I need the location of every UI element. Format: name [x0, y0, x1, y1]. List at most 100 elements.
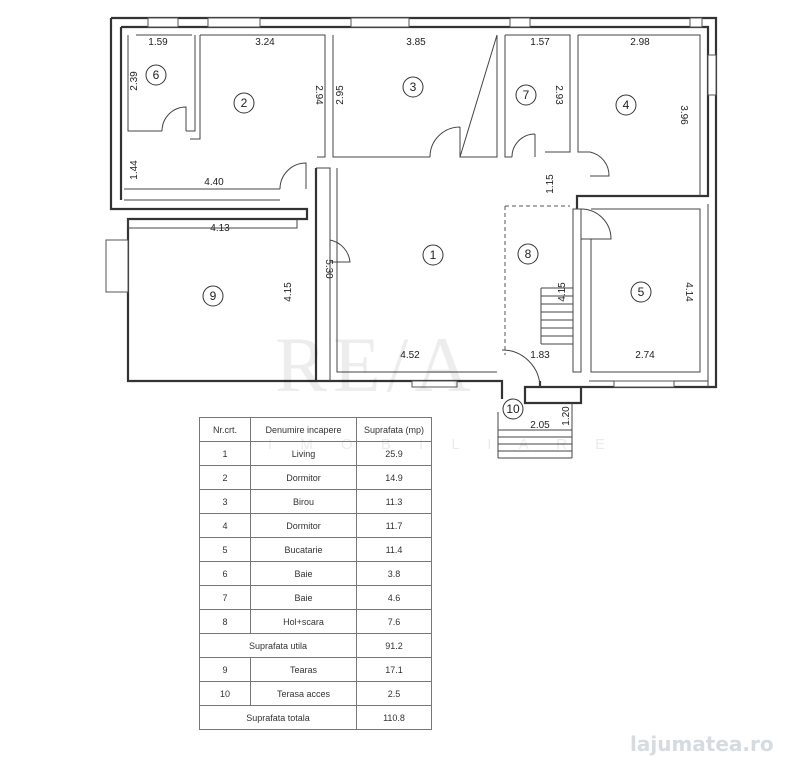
- table-cell: 8: [199, 609, 251, 634]
- table-cell: 11.4: [356, 537, 432, 562]
- table-cell: Terasa acces: [250, 681, 357, 706]
- room-number-7: 7: [523, 88, 530, 102]
- area-table: Nr.crt. Denumire incapere Suprafata (mp)…: [199, 417, 432, 730]
- dim-label: 1.44: [129, 160, 140, 180]
- table-cell: Baie: [250, 561, 357, 586]
- table-cell: 6: [199, 561, 251, 586]
- dim-label: 1.83: [530, 350, 550, 361]
- table-cell: 7.6: [356, 609, 432, 634]
- dim-label: 2.39: [129, 71, 140, 91]
- dim-label: 1.20: [561, 406, 572, 426]
- table-cell: Dormitor: [250, 513, 357, 538]
- table-cell: 11.3: [356, 489, 432, 514]
- dim-label: 4.13: [210, 223, 230, 234]
- room-number-4: 4: [623, 98, 630, 112]
- dim-label: 4.15: [283, 282, 294, 302]
- room-circle-1: [422, 244, 444, 266]
- dim-label: 4.40: [204, 177, 224, 188]
- dim-label: 4.14: [683, 282, 694, 302]
- room-circle-7: [515, 84, 537, 106]
- table-cell: 7: [199, 585, 251, 610]
- dim-label: 4.52: [400, 350, 420, 361]
- total-value: 110.8: [356, 705, 432, 730]
- room-number-10: 10: [506, 402, 520, 416]
- dim-label: 5.30: [323, 259, 334, 279]
- room-circle-4: [615, 94, 637, 116]
- room-number-8: 8: [525, 247, 532, 261]
- table-cell: Bucatarie: [250, 537, 357, 562]
- table-cell: Tearas: [250, 657, 357, 682]
- room-number-1: 1: [430, 248, 437, 262]
- dim-label: 2.94: [313, 85, 324, 105]
- room-circle-5: [630, 281, 652, 303]
- dim-label: 3.24: [255, 37, 275, 48]
- table-header-cell: Nr.crt.: [199, 417, 251, 442]
- total-label: Suprafata totala: [199, 705, 357, 730]
- table-cell: 2.5: [356, 681, 432, 706]
- room-circle-10: [502, 398, 524, 420]
- dim-label: 1.57: [530, 37, 550, 48]
- table-cell: 17.1: [356, 657, 432, 682]
- table-cell: Hol+scara: [250, 609, 357, 634]
- walls: [109, 16, 718, 459]
- dim-label: 1.59: [148, 37, 168, 48]
- windows: [105, 17, 717, 388]
- table-cell: Dormitor: [250, 465, 357, 490]
- dim-label: 3.96: [678, 105, 689, 125]
- table-cell: 1: [199, 441, 251, 466]
- dim-label: 2.93: [553, 85, 564, 105]
- dim-label: 2.98: [630, 37, 650, 48]
- table-header-cell: Suprafata (mp): [356, 417, 432, 442]
- table-header-row: Nr.crt. Denumire incapere Suprafata (mp): [199, 417, 432, 442]
- table-cell: 9: [199, 657, 251, 682]
- doors: [161, 106, 612, 388]
- subtotal-value: 91.2: [356, 633, 432, 658]
- table-cell: 3.8: [356, 561, 432, 586]
- table-cell: 4.6: [356, 585, 432, 610]
- dim-label: 3.85: [406, 37, 426, 48]
- table-cell: Living: [250, 441, 357, 466]
- dimensions: 1.59 3.24 3.85 1.57 2.98 4.40 4.13 4.52 …: [129, 37, 694, 431]
- dim-label: 2.95: [335, 85, 346, 105]
- table-cell: Birou: [250, 489, 357, 514]
- table-cell: 10: [199, 681, 251, 706]
- room-number-5: 5: [638, 285, 645, 299]
- room-circle-2: [233, 92, 255, 114]
- room-circle-6: [145, 64, 167, 86]
- table-cell: Baie: [250, 585, 357, 610]
- subtotal-label: Suprafata utila: [199, 633, 357, 658]
- room-circle-3: [402, 76, 424, 98]
- watermark-logo: RE/A: [275, 321, 477, 408]
- room-number-3: 3: [410, 80, 417, 94]
- table-cell: 4: [199, 513, 251, 538]
- room-number-2: 2: [241, 96, 248, 110]
- table-cell: 2: [199, 465, 251, 490]
- table-cell: 14.9: [356, 465, 432, 490]
- watermark-site: lajumatea.ro: [630, 732, 774, 756]
- table-cell: 3: [199, 489, 251, 514]
- room-number-6: 6: [153, 68, 160, 82]
- room-labels: 6 2 3 7 4 1 8 5 9 10: [145, 64, 652, 420]
- table-header-cell: Denumire incapere: [250, 417, 357, 442]
- dim-label: 1.15: [545, 174, 556, 194]
- table-cell: 11.7: [356, 513, 432, 538]
- dim-label: 2.05: [530, 420, 550, 431]
- room-circle-9: [202, 285, 224, 307]
- dim-label: 2.74: [635, 350, 655, 361]
- table-cell: 5: [199, 537, 251, 562]
- room-number-9: 9: [210, 289, 217, 303]
- room-circle-8: [517, 243, 539, 265]
